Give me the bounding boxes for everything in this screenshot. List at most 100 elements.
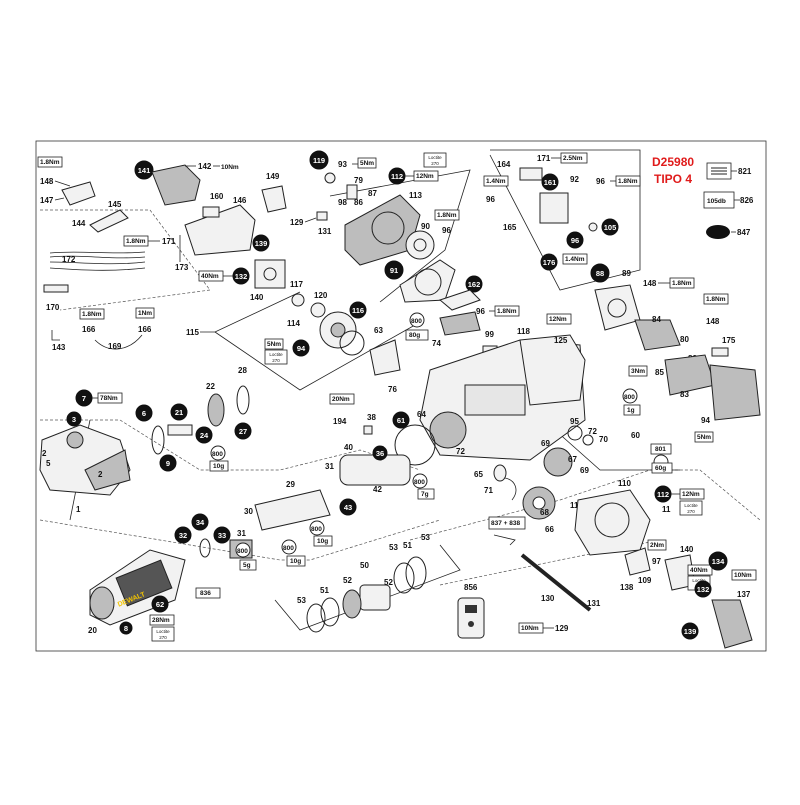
svg-text:1.8Nm: 1.8Nm	[497, 308, 517, 315]
svg-text:94: 94	[297, 344, 306, 353]
callout-51b: 51	[403, 541, 412, 550]
svg-text:3: 3	[72, 415, 76, 424]
callout-90: 90	[421, 222, 430, 231]
bubble-43	[339, 498, 357, 516]
bubble-3	[66, 411, 82, 427]
part-cylinder-29	[254, 489, 331, 531]
part-nut-119	[324, 172, 336, 184]
bubble-134	[708, 551, 728, 571]
svg-text:9: 9	[166, 459, 170, 468]
svg-text:105db: 105db	[707, 198, 726, 205]
callout-2: 2	[42, 449, 47, 458]
torque-112: 12Nm	[413, 170, 439, 182]
svg-text:837 + 838: 837 + 838	[491, 520, 520, 527]
callout-172: 172	[62, 255, 76, 264]
callout-97: 97	[652, 557, 661, 566]
part-case-856	[457, 597, 485, 639]
svg-text:826: 826	[740, 196, 754, 205]
part-lever-130	[520, 553, 592, 612]
callout-52b: 52	[384, 578, 393, 587]
svg-text:800: 800	[283, 545, 294, 552]
callout-140: 140	[250, 293, 264, 302]
callout-31: 31	[325, 462, 334, 471]
callout-5: 5	[46, 459, 51, 468]
callout-175: 175	[722, 336, 736, 345]
bubble-96	[566, 231, 584, 249]
bubble-9	[159, 454, 177, 472]
callout-96c: 96	[596, 177, 605, 186]
svg-text:5Nm: 5Nm	[267, 341, 281, 348]
svg-text:800: 800	[212, 451, 223, 458]
callout-856: 856	[464, 583, 478, 592]
callout-65: 65	[474, 470, 483, 479]
callout-72: 72	[456, 447, 465, 456]
svg-text:270: 270	[159, 635, 167, 640]
callout-147: 147	[40, 196, 54, 205]
part-switch-164	[519, 167, 543, 181]
callout-69b: 69	[580, 466, 589, 475]
callout-94b: 94	[701, 416, 710, 425]
bubble-161	[541, 173, 559, 191]
svg-text:32: 32	[179, 531, 187, 540]
bubble-176	[540, 253, 558, 271]
svg-text:132: 132	[697, 585, 710, 594]
part-wire-169	[94, 334, 143, 350]
svg-text:78Nm: 78Nm	[100, 395, 118, 402]
svg-text:800: 800	[624, 394, 635, 401]
svg-text:Loctite: Loctite	[428, 155, 442, 160]
part-clamp-138	[624, 547, 651, 576]
svg-text:Loctite: Loctite	[684, 503, 698, 508]
callout-125: 125	[554, 336, 568, 345]
svg-text:1.8Nm: 1.8Nm	[706, 296, 726, 303]
svg-text:10g: 10g	[317, 538, 328, 545]
svg-text:800: 800	[411, 318, 422, 325]
svg-text:10Nm: 10Nm	[734, 572, 752, 579]
bubble-36	[372, 445, 388, 461]
callout-98: 98	[338, 198, 347, 207]
torque-132: 40Nm	[198, 270, 224, 282]
svg-text:10g: 10g	[290, 558, 301, 565]
loctite-112: Loctite 270	[423, 152, 447, 168]
bubble-27	[234, 422, 252, 440]
part-label-74	[439, 311, 481, 336]
bubble-132	[232, 267, 250, 285]
grease-31: 800 5g	[235, 542, 257, 571]
callout-40: 40	[344, 443, 353, 452]
part-cord-guard	[43, 284, 69, 293]
svg-text:1Nm: 1Nm	[138, 310, 152, 317]
bubble-32	[174, 526, 192, 544]
torque-97: 2Nm	[647, 539, 667, 551]
svg-text:800: 800	[237, 548, 248, 555]
callout-67: 67	[568, 455, 577, 464]
callout-170: 170	[46, 303, 60, 312]
part-seal-ring	[394, 424, 436, 466]
loctite-94: Loctite 270	[264, 349, 288, 365]
svg-text:1.8Nm: 1.8Nm	[82, 311, 102, 318]
callout-165: 165	[503, 223, 517, 232]
torque-94: 5Nm	[264, 338, 284, 350]
callout-194: 194	[333, 417, 347, 426]
svg-text:116: 116	[352, 306, 364, 315]
svg-text:96: 96	[571, 236, 579, 245]
group-outline-front	[40, 419, 421, 471]
callout-2b: 2	[98, 470, 103, 479]
svg-text:141: 141	[138, 166, 151, 175]
part-grip-144	[89, 209, 129, 233]
bubble-91	[384, 260, 404, 280]
svg-text:847: 847	[737, 228, 751, 237]
bracket-switch	[489, 149, 641, 291]
callout-76: 76	[388, 385, 397, 394]
part-bearing-22	[207, 393, 225, 427]
svg-text:36: 36	[376, 449, 384, 458]
grease-30: 800 10g	[309, 520, 333, 547]
callout-74: 74	[432, 339, 441, 348]
svg-text:1.4Nm: 1.4Nm	[565, 256, 585, 263]
callout-1: 1	[76, 505, 81, 514]
callout-171b: 171	[537, 154, 551, 163]
torque-148: 1.8Nm	[37, 156, 63, 168]
callout-114: 114	[287, 319, 300, 328]
bracket-115-lower	[214, 324, 416, 391]
svg-text:8: 8	[124, 624, 128, 633]
callout-28: 28	[238, 366, 247, 375]
torque-132b: 40Nm	[687, 564, 713, 576]
